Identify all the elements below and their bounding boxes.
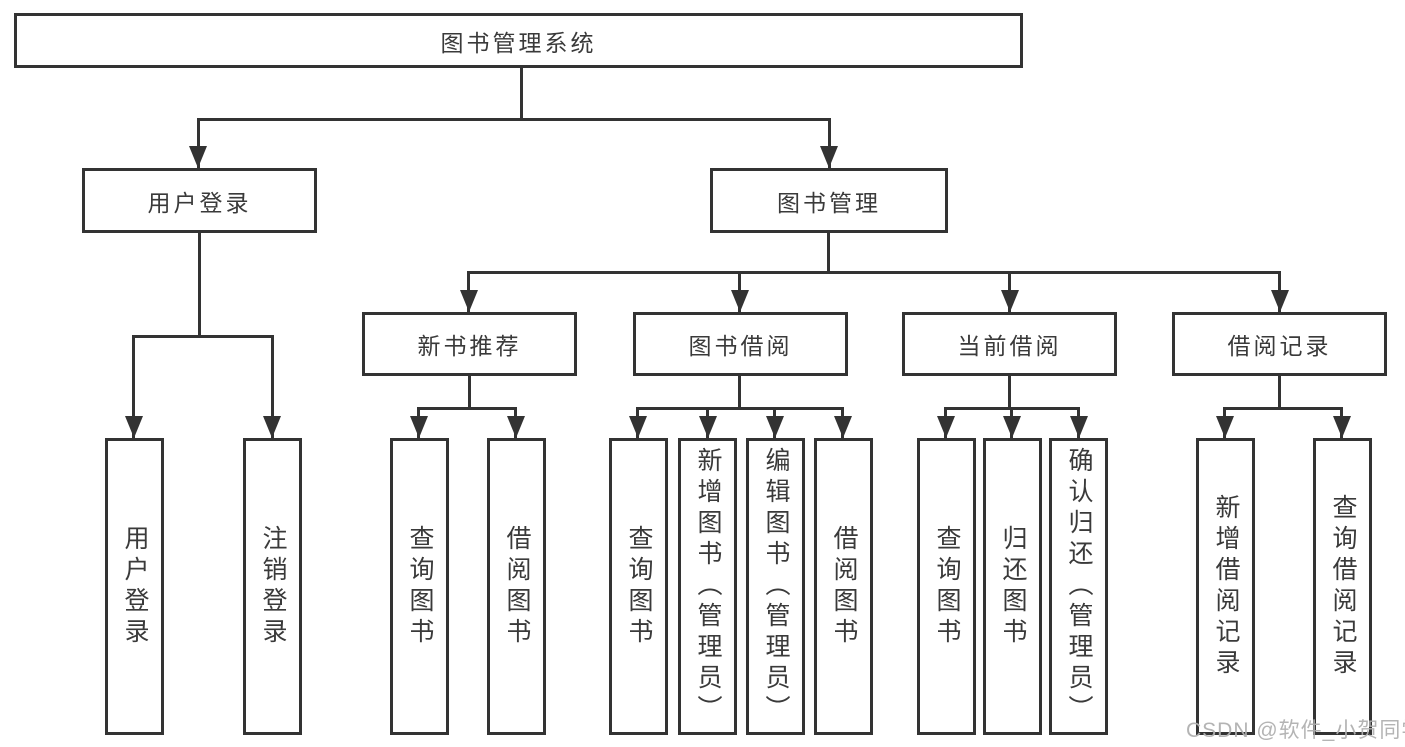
edge-mgmt-drop xyxy=(827,233,830,274)
leaf-recommend-borrow-book: 借阅图书 xyxy=(487,438,546,735)
leaf-user-login: 用户登录 xyxy=(105,438,164,735)
leaf-borrow-edit-book-admin: 编辑图书（管理员） xyxy=(746,438,805,735)
leaf-borrow-add-book-admin: 新增图书（管理员） xyxy=(678,438,737,735)
arrowhead-records xyxy=(1271,290,1289,312)
edge-mgmt-rail xyxy=(467,271,1281,274)
leaf-current-return-book: 归还图书 xyxy=(983,438,1042,735)
leaf-current-confirm-return-admin: 确认归还（管理员） xyxy=(1049,438,1108,735)
edge-root-rail xyxy=(197,118,831,121)
leaf-logout: 注销登录 xyxy=(243,438,302,735)
leaf-records-query-record: 查询借阅记录 xyxy=(1313,438,1372,735)
edge-login-rail xyxy=(132,335,274,338)
arrowhead-leaf-bor4 xyxy=(834,416,852,438)
arrowhead-recommend xyxy=(460,290,478,312)
arrowhead-leaf-login2 xyxy=(263,416,281,438)
edge-recommend-drop xyxy=(468,376,471,410)
edge-to-leaf-login1 xyxy=(132,335,135,438)
leaf-borrow-borrow-book: 借阅图书 xyxy=(814,438,873,735)
edge-current-drop xyxy=(1008,376,1011,410)
edge-borrow-drop xyxy=(738,376,741,410)
leaf-current-query-book: 查询图书 xyxy=(917,438,976,735)
node-new-book-recommend: 新书推荐 xyxy=(362,312,577,376)
arrowhead-leaf-cur2 xyxy=(1003,416,1021,438)
edge-borrow-rail xyxy=(636,407,844,410)
leaf-recommend-query-book: 查询图书 xyxy=(390,438,449,735)
node-current-borrow: 当前借阅 xyxy=(902,312,1117,376)
arrowhead-user-login xyxy=(189,146,207,168)
edge-root-drop xyxy=(520,68,523,119)
node-user-login: 用户登录 xyxy=(82,168,317,233)
node-borrow-records: 借阅记录 xyxy=(1172,312,1387,376)
arrowhead-book-mgmt xyxy=(820,146,838,168)
edge-to-leaf-login2 xyxy=(271,335,274,438)
node-root-system: 图书管理系统 xyxy=(14,13,1023,68)
edge-login-drop xyxy=(198,233,201,338)
edge-to-book-mgmt xyxy=(828,118,831,168)
edge-records-drop xyxy=(1278,376,1281,410)
edge-recommend-rail xyxy=(417,407,517,410)
leaf-borrow-query-book: 查询图书 xyxy=(609,438,668,735)
leaf-records-add-record: 新增借阅记录 xyxy=(1196,438,1255,735)
arrowhead-leaf-recd2 xyxy=(1333,416,1351,438)
arrowhead-current xyxy=(1001,290,1019,312)
arrowhead-leaf-bor2 xyxy=(699,416,717,438)
arrowhead-leaf-bor1 xyxy=(629,416,647,438)
arrowhead-leaf-bor3 xyxy=(766,416,784,438)
edge-to-user-login xyxy=(197,118,200,168)
arrowhead-leaf-recd1 xyxy=(1216,416,1234,438)
arrowhead-leaf-rec1 xyxy=(410,416,428,438)
arrowhead-leaf-login1 xyxy=(125,416,143,438)
csdn-watermark: CSDN @软件_小贺同学 xyxy=(1186,719,1405,742)
node-book-borrow: 图书借阅 xyxy=(633,312,848,376)
arrowhead-leaf-rec2 xyxy=(507,416,525,438)
arrowhead-borrow xyxy=(731,290,749,312)
edge-records-rail xyxy=(1223,407,1343,410)
node-book-management: 图书管理 xyxy=(710,168,948,233)
arrowhead-leaf-cur1 xyxy=(937,416,955,438)
arrowhead-leaf-cur3 xyxy=(1070,416,1088,438)
